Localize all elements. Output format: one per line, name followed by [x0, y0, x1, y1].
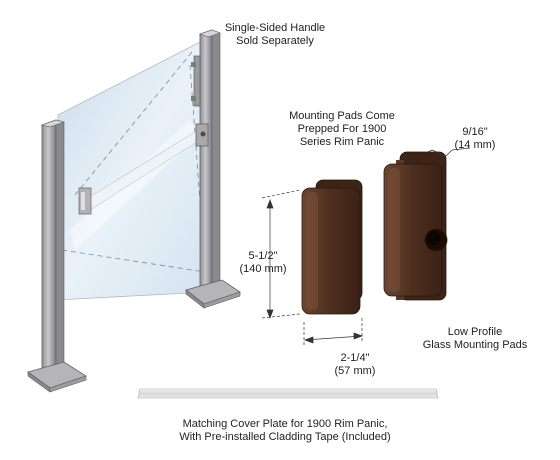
- label-mounting-pads-line1: Mounting Pads Come: [289, 110, 395, 122]
- single-sided-handle: [191, 55, 201, 107]
- label-width-metric: (57 mm): [334, 365, 376, 377]
- label-handle-line1: Single-Sided Handle: [224, 22, 326, 34]
- dimension-lines: [261, 147, 471, 346]
- label-depth-metric: (14 mm): [454, 139, 496, 151]
- label-mounting-pads-line3: Series Rim Panic: [299, 136, 385, 148]
- label-low-profile: Low Profile Glass Mounting Pads: [420, 326, 530, 352]
- mounting-pad-left: [301, 179, 363, 315]
- right-post: [199, 29, 213, 293]
- left-base-plate: [27, 361, 87, 389]
- left-post: [41, 119, 57, 373]
- cover-plate: [137, 388, 439, 399]
- label-handle: Single-Sided Handle Sold Separately: [205, 22, 345, 48]
- gate-assembly: [27, 29, 241, 393]
- label-low-profile-line2: Glass Mounting Pads: [422, 339, 528, 351]
- label-mounting-pads: Mounting Pads Come Prepped For 1900 Seri…: [272, 110, 412, 149]
- label-depth: 9/16" (14 mm): [445, 126, 505, 152]
- label-handle-line2: Sold Separately: [236, 35, 314, 47]
- label-mounting-pads-line2: Prepped For 1900: [297, 123, 387, 135]
- label-low-profile-line1: Low Profile: [447, 326, 503, 338]
- mounting-pads: [301, 151, 448, 315]
- label-cover-plate: Matching Cover Plate for 1900 Rim Panic,…: [120, 418, 450, 444]
- label-width-imperial: 2-1/4": [340, 352, 370, 364]
- label-cover-plate-line2: With Pre-installed Cladding Tape (Includ…: [179, 431, 391, 443]
- label-cover-plate-line1: Matching Cover Plate for 1900 Rim Panic,: [182, 418, 388, 430]
- label-width: 2-1/4" (57 mm): [322, 352, 388, 378]
- label-depth-imperial: 9/16": [462, 126, 488, 138]
- label-height-imperial: 5-1/2": [248, 250, 278, 262]
- mounting-pad-right: [383, 151, 448, 301]
- label-height-metric: (140 mm): [239, 263, 287, 275]
- label-height: 5-1/2" (140 mm): [232, 250, 294, 276]
